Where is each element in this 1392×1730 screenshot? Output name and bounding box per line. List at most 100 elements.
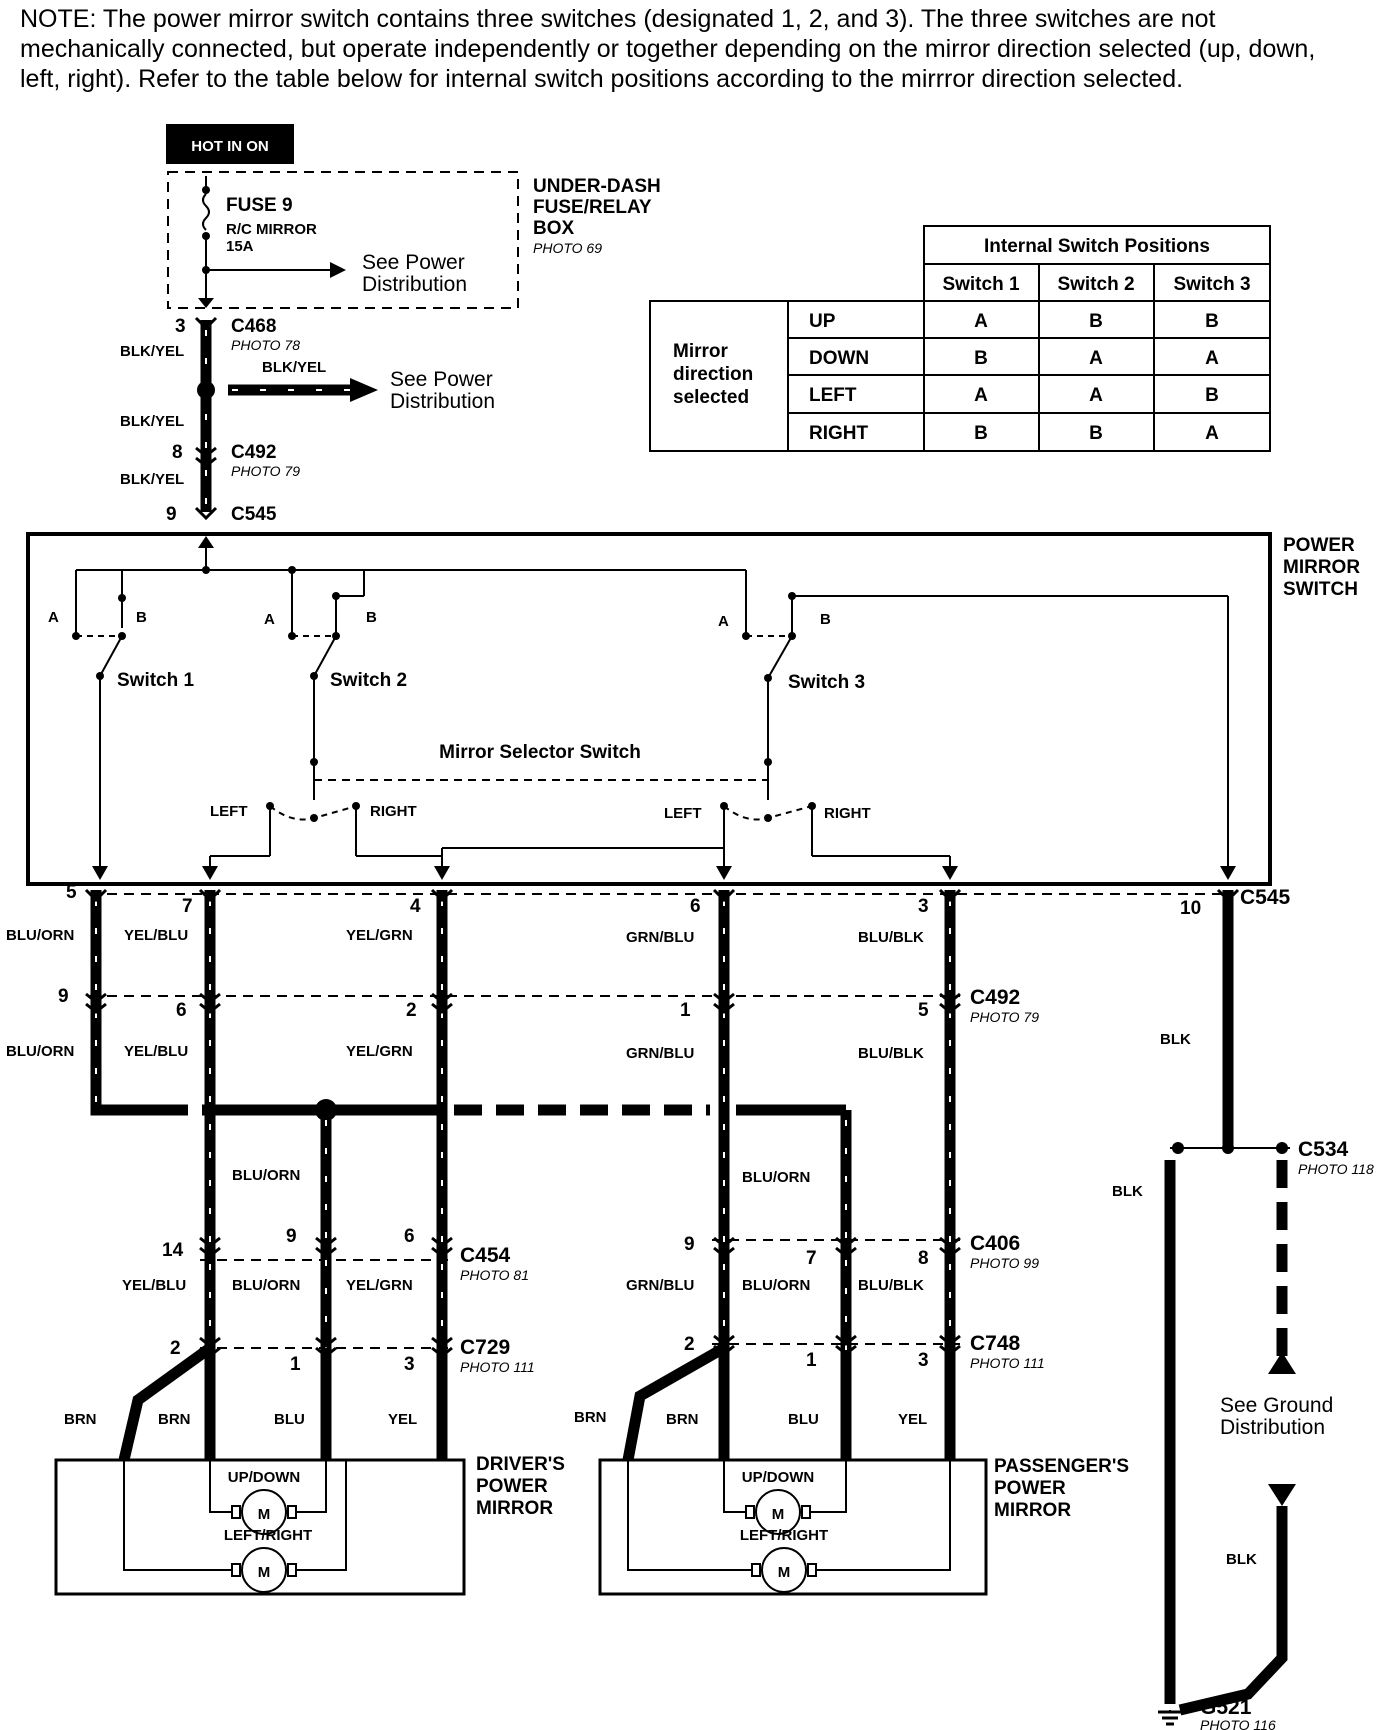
c545-pin-10: 10 (1180, 898, 1201, 919)
wire-grn-blu-2: GRN/BLU (626, 1045, 694, 1062)
see-power-label-3: See Power (390, 368, 493, 391)
fuse-box-name-3: BOX (533, 218, 575, 239)
selector-right-label: RIGHT (370, 803, 417, 820)
c492-pin: 8 (172, 442, 183, 463)
c492-pin-5: 5 (918, 1000, 929, 1021)
c492-pin-1: 1 (680, 1000, 691, 1021)
power-mirror-switch: POWER MIRROR SWITCH A B Switch 1 (26, 532, 1360, 886)
passenger-updown-motor: M (772, 1506, 785, 1523)
c545-pin-7: 7 (182, 896, 193, 917)
c545-label: C545 (231, 504, 277, 525)
c729-pin-3: 3 (404, 1354, 415, 1375)
passengers-power-mirror: M UP/DOWN M LEFT/RIGHT PASSENGER'S POWER… (598, 1456, 1129, 1596)
driver-updown-motor: M (258, 1506, 271, 1523)
blk-yel-wire-label-3: BLK/YEL (120, 471, 184, 488)
c534-photo: PHOTO 118 (1298, 1161, 1374, 1177)
c748-pin-3: 3 (918, 1350, 929, 1371)
c729-pin-1: 1 (290, 1354, 301, 1375)
fuse-number: FUSE 9 (226, 195, 293, 216)
selector-label: Mirror Selector Switch (439, 742, 641, 763)
switch-unit-name: POWER (1283, 535, 1355, 556)
wire-yel-grn-3: YEL/GRN (346, 1277, 413, 1294)
switch2-pos-a: A (264, 611, 275, 628)
c748-pin-1: 1 (806, 1350, 817, 1371)
selector-left-label-2: LEFT (664, 805, 702, 822)
wire-blk-2: BLK (1112, 1183, 1143, 1200)
c406-pin-8: 8 (918, 1248, 929, 1269)
c492-label: C492 (231, 442, 276, 463)
row-header-line-1: Mirror (673, 341, 729, 362)
wire-yel-grn-2: YEL/GRN (346, 1043, 413, 1060)
table-row-up-s3: B (1205, 311, 1219, 332)
wire-blu-2: BLU (788, 1411, 819, 1428)
c748-pin-2: 2 (684, 1334, 695, 1355)
fuse-box-name-2: FUSE/RELAY (533, 197, 652, 218)
wire-yel-grn-1: YEL/GRN (346, 927, 413, 944)
c748-photo: PHOTO 111 (970, 1355, 1045, 1371)
switch2-pos-b: B (366, 609, 377, 626)
driver-mirror-name: DRIVER'S (476, 1454, 565, 1475)
switch-unit-name-3: SWITCH (1283, 579, 1358, 600)
table-title: Internal Switch Positions (984, 236, 1210, 257)
table-row-left-s3: B (1205, 385, 1219, 406)
row-header-line-2: direction (673, 364, 753, 385)
c406-photo: PHOTO 99 (970, 1255, 1039, 1271)
table-row-left-dir: LEFT (809, 385, 857, 406)
driver-mirror-name-2: POWER (476, 1476, 548, 1497)
see-ground-label-2: Distribution (1220, 1416, 1325, 1439)
switch1-pos-b: B (136, 609, 147, 626)
table-row-up-s1: A (974, 311, 988, 332)
switch-positions-table: Internal Switch Positions Switch 1 Switc… (649, 225, 1271, 452)
passenger-updown-label: UP/DOWN (742, 1469, 815, 1486)
selector-left-label: LEFT (210, 803, 248, 820)
table-header-switch3: Switch 3 (1173, 274, 1250, 295)
passenger-mirror-name: PASSENGER'S (994, 1456, 1129, 1477)
passenger-leftright-label: LEFT/RIGHT (740, 1527, 828, 1544)
table-row-right-dir: RIGHT (809, 423, 869, 444)
see-power-label: See Power (362, 251, 465, 274)
wire-brn-1: BRN (64, 1411, 97, 1428)
c492-label-lower: C492 (970, 986, 1020, 1009)
switch1-label: Switch 1 (117, 670, 195, 691)
switch-unit-name-2: MIRROR (1283, 557, 1360, 578)
wire-yel-blu-2: YEL/BLU (124, 1043, 188, 1060)
table-row-right-s1: B (974, 423, 988, 444)
c454-pin-9: 9 (286, 1226, 297, 1247)
wire-blu-orn-3: BLU/ORN (232, 1167, 300, 1184)
table-row-down-dir: DOWN (809, 348, 869, 369)
table-row-down-s2: A (1089, 348, 1103, 369)
c468-label: C468 (231, 316, 276, 337)
c406-pin-7: 7 (806, 1248, 817, 1269)
fuse-box: HOT IN ON FUSE 9 R/C MIRROR 15A See Powe… (166, 124, 661, 309)
c492-photo-lower: PHOTO 79 (970, 1009, 1039, 1025)
table-row-up-dir: UP (809, 311, 836, 332)
driver-leftright-label: LEFT/RIGHT (224, 1527, 312, 1544)
wire-blu-blk-1: BLU/BLK (858, 929, 924, 946)
wire-blu-orn-4: BLU/ORN (742, 1169, 810, 1186)
table-row-up-s2: B (1089, 311, 1103, 332)
c545-label-lower: C545 (1240, 886, 1291, 909)
switch2-label: Switch 2 (330, 670, 407, 691)
c729-photo: PHOTO 111 (460, 1359, 535, 1375)
note-text: NOTE: The power mirror switch contains t… (20, 5, 1316, 93)
table-header-switch1: Switch 1 (942, 274, 1020, 295)
wire-grn-blu-3: GRN/BLU (626, 1277, 694, 1294)
passenger-leftright-motor: M (778, 1564, 791, 1581)
g521-photo: PHOTO 116 (1200, 1717, 1276, 1730)
wire-brn-2: BRN (158, 1411, 191, 1428)
fuse-description: R/C MIRROR (226, 221, 317, 238)
c454-pin-14: 14 (162, 1240, 184, 1261)
row-header-line-3: selected (673, 387, 749, 408)
connector-chevrons (84, 888, 1240, 1358)
c406-label: C406 (970, 1232, 1020, 1255)
passenger-mirror-name-3: MIRROR (994, 1500, 1071, 1521)
c468-photo: PHOTO 78 (231, 337, 300, 353)
wire-grn-blu-1: GRN/BLU (626, 929, 694, 946)
c454-pin-6: 6 (404, 1226, 415, 1247)
fuse-box-name: UNDER-DASH (533, 176, 661, 197)
driver-leftright-motor: M (258, 1564, 271, 1581)
wire-blu-1: BLU (274, 1411, 305, 1428)
c468-pin: 3 (175, 316, 186, 337)
wire-yel-blu-3: YEL/BLU (122, 1277, 186, 1294)
